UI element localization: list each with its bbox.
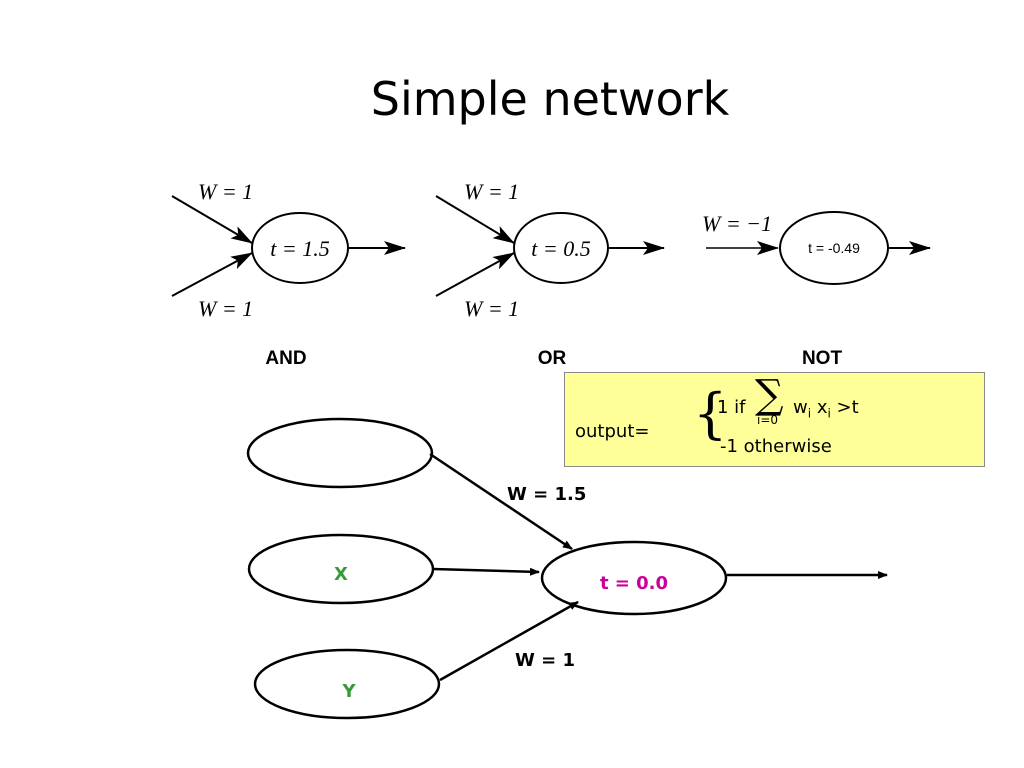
page-title: Simple network [370,72,730,126]
not-node [779,211,889,285]
formula-line1-prefix: 1 if [717,397,746,418]
edge-x-to-output [432,567,540,576]
weight-top-label: W = 1.5 [507,484,586,505]
input-subscript: i [827,406,831,421]
formula-terms: wi xi >t [793,397,859,421]
output-label: output= [575,421,650,442]
and-input-top-arrow [171,195,253,244]
or-weight-top-label: W = 1 [464,179,519,204]
not-weight-label: W = −1 [702,211,772,236]
and-node [251,212,349,284]
input-y-label: Y [341,681,356,702]
or-weight-bottom-label: W = 1 [464,296,519,321]
or-gate-label: OR [538,348,567,369]
or-input-top-arrow [435,195,515,244]
not-gate: W = −1 t = -0.49 NOT [702,211,931,369]
left-brace-icon: { [693,382,728,445]
edge-bias-to-output [429,452,573,551]
weight-subscript: i [807,406,812,421]
or-gate: W = 1 W = 1 t = 0.5 OR [435,179,665,369]
input-x-label: X [334,564,348,585]
output-formula-box: output= { 1 if ∑ i=0 wi xi >t -1 otherwi… [564,372,985,467]
and-gate: W = 1 W = 1 t = 1.5 AND [171,179,406,369]
or-input-bottom-arrow [435,252,515,297]
sum-index: i=0 [757,413,779,427]
formula-comparison: >t [836,397,859,418]
edge-y-to-output [439,600,579,682]
weight-symbol: w [793,397,808,418]
or-threshold: t = 0.5 [531,236,590,261]
formula-line2: -1 otherwise [720,436,832,457]
and-weight-bottom-label: W = 1 [198,296,253,321]
input-symbol: x [816,397,828,418]
and-threshold: t = 1.5 [270,236,329,261]
and-weight-top-label: W = 1 [198,179,253,204]
weight-bottom-label: W = 1 [515,650,575,671]
output-threshold: t = 0.0 [600,573,668,594]
input-node-bias [246,417,434,489]
output-node [540,540,728,616]
simple-network: X Y t = 0.0 W = 1.5 W = 1 [246,417,888,720]
sigma-icon: ∑ [755,372,784,418]
input-node-y [253,648,441,720]
not-threshold: t = -0.49 [808,240,860,256]
and-input-bottom-arrow [171,252,253,297]
or-node [513,212,609,284]
and-gate-label: AND [265,348,306,369]
not-gate-label: NOT [802,348,843,369]
